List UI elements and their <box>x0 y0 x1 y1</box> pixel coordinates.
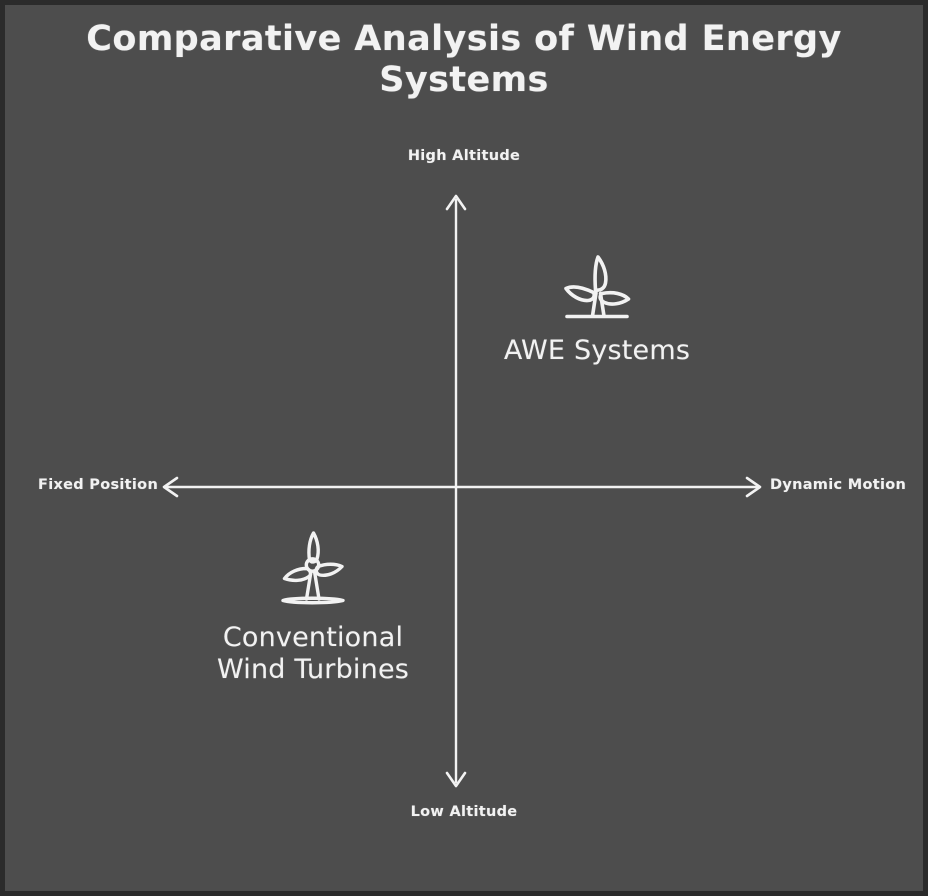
wind-turbine-icon <box>275 528 351 610</box>
axis-arrow-right-icon <box>745 476 762 498</box>
axis-arrow-down-icon <box>445 771 467 788</box>
quadrant-item-label: AWE Systems <box>503 335 691 366</box>
chart-stage: Comparative Analysis of Wind Energy Syst… <box>5 5 923 891</box>
axis-label-dynamic-motion: Dynamic Motion <box>770 477 907 493</box>
wind-turbine-icon <box>555 243 639 323</box>
axis-arrow-up-icon <box>445 194 467 211</box>
quadrant-item-label: Conventional Wind Turbines <box>216 622 410 686</box>
axis-label-high-altitude: High Altitude <box>407 148 521 164</box>
axis-arrow-left-icon <box>162 476 179 498</box>
page-title: Comparative Analysis of Wind Energy Syst… <box>86 19 842 101</box>
axis-label-low-altitude: Low Altitude <box>410 804 518 820</box>
axes-group <box>162 194 762 788</box>
quadrant-item-conventional-wind-turbines[interactable]: Conventional Wind Turbines <box>163 528 463 687</box>
quadrant-item-awe-systems[interactable]: AWE Systems <box>447 243 747 367</box>
axis-label-fixed-position: Fixed Position <box>38 477 159 493</box>
